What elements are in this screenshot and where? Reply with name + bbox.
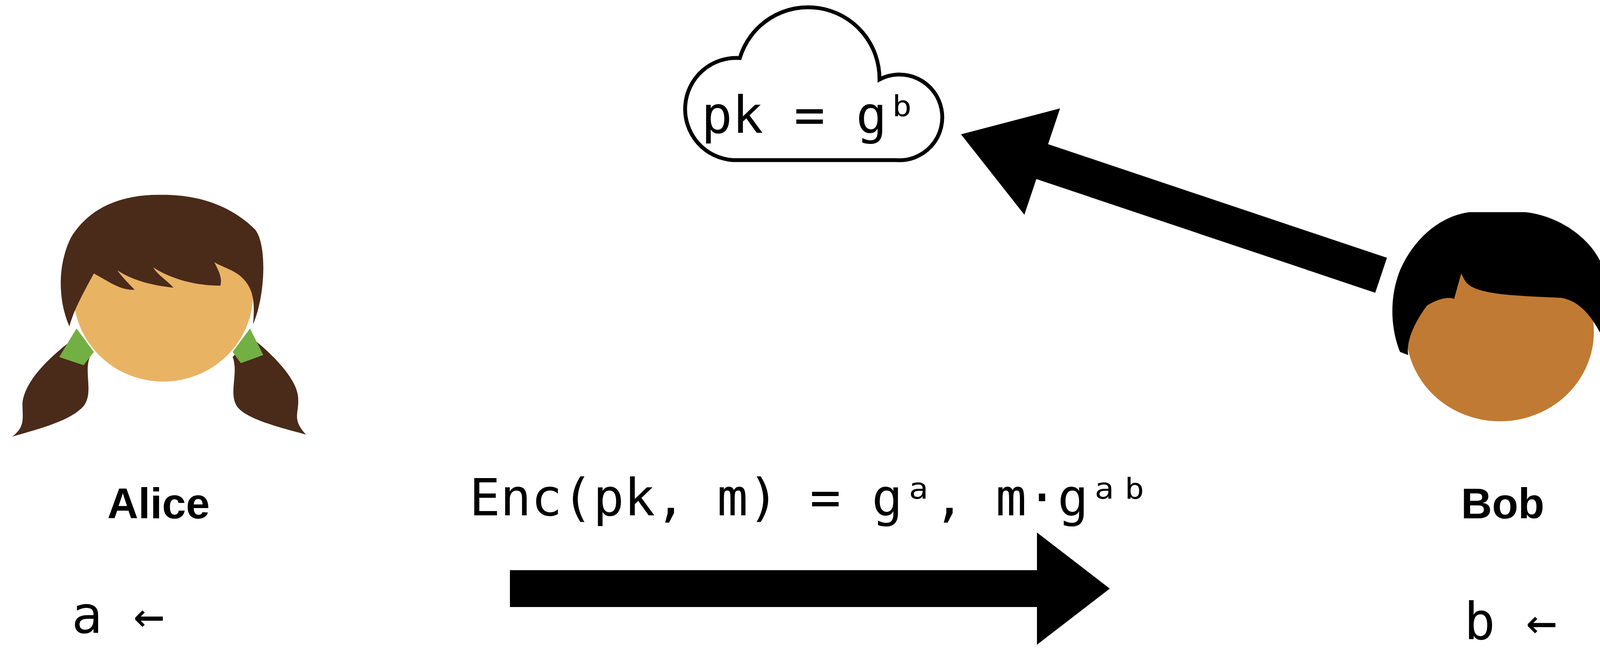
ciphertext-formula: Enc(pk, m) = gᵃ, m·gᵃᵇ	[466, 469, 1153, 527]
bob-figure	[1392, 212, 1600, 422]
hair	[60, 194, 264, 327]
block-arrow	[961, 108, 1388, 293]
block-arrow	[509, 532, 1110, 645]
alice-figure	[12, 194, 307, 438]
key-sample-label: b ←	[1464, 593, 1558, 651]
cloud-shape	[685, 7, 943, 161]
person-node: Alice	[8, 192, 309, 528]
person-name: Alice	[107, 479, 210, 528]
public-key-text: pk = gᵇ	[701, 86, 919, 144]
hair	[1392, 212, 1600, 355]
person-node: Bob	[1405, 209, 1600, 528]
key-sample-label: a ←	[71, 587, 165, 644]
person-name: Bob	[1461, 479, 1545, 528]
cloud-node: pk = gᵇ	[676, 0, 943, 167]
